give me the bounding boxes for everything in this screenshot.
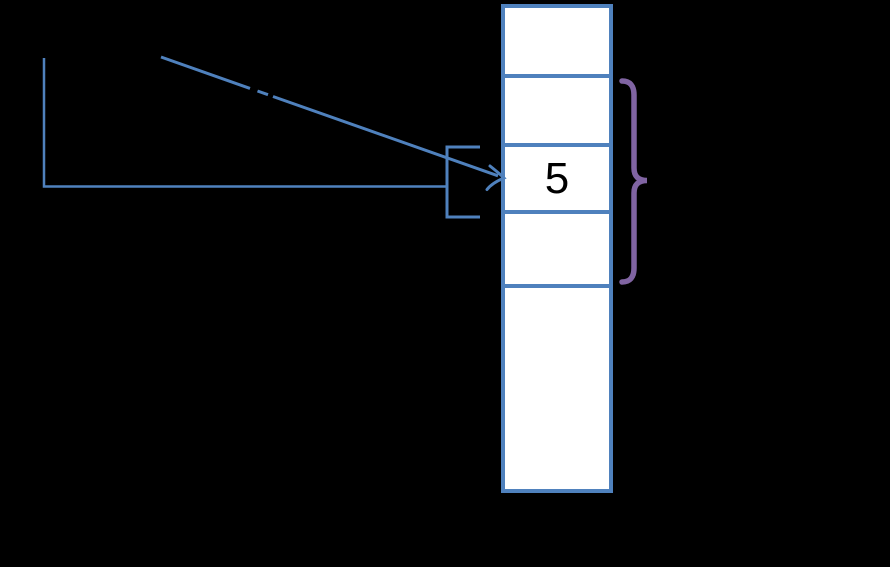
memory-cell-3 bbox=[505, 214, 609, 288]
memory-cell-2-value: 5 bbox=[505, 147, 609, 214]
pointer-line-segment-2 bbox=[257, 89, 269, 97]
memory-column: 5 bbox=[501, 4, 613, 493]
cell-bracket-icon bbox=[445, 145, 480, 219]
range-brace-icon bbox=[619, 78, 648, 285]
elbow-connector-line bbox=[42, 58, 446, 188]
pointer-line-segment-3 bbox=[272, 95, 499, 178]
pointer-line-segment-1 bbox=[160, 55, 251, 90]
memory-cell-0 bbox=[505, 8, 609, 78]
memory-cell-1 bbox=[505, 78, 609, 147]
memory-cell-4 bbox=[505, 288, 609, 489]
